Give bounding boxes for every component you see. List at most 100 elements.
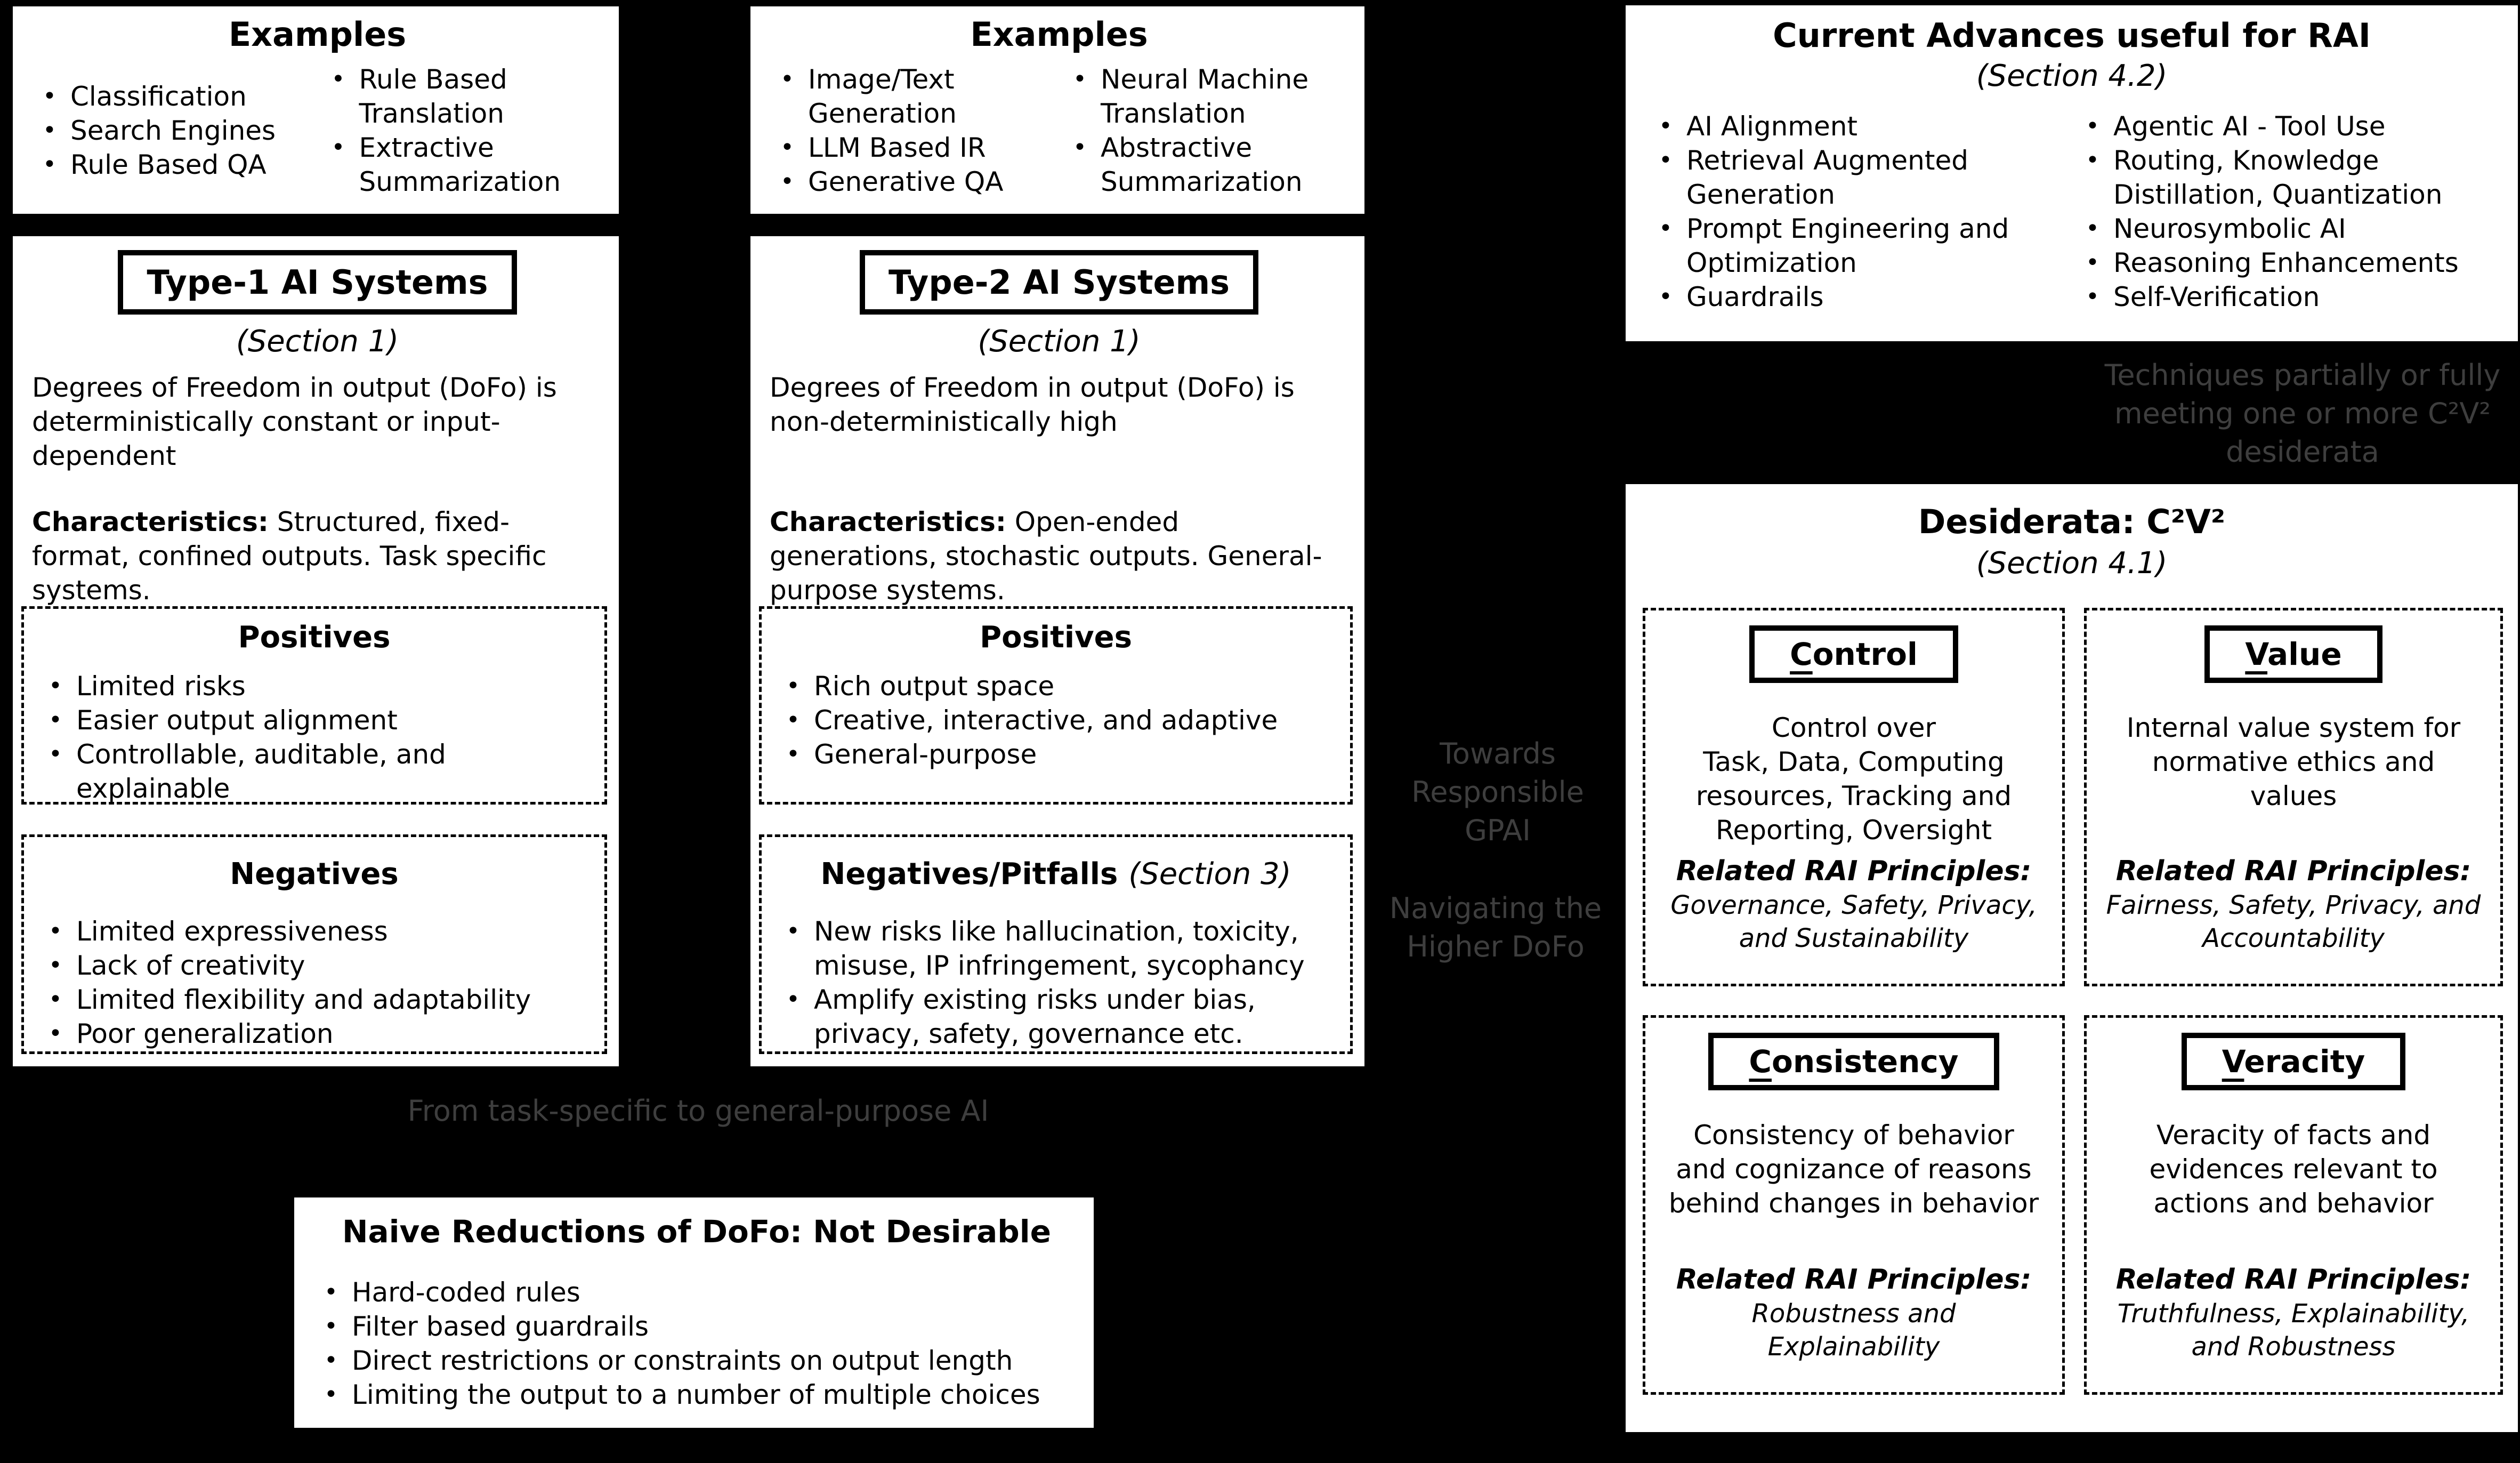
bullet-icon: • <box>2086 112 2099 140</box>
type2-title-wrap: Type-2 AI Systems <box>770 250 1348 315</box>
bullet-icon: • <box>2086 249 2099 277</box>
type2-negatives-title-text: Negatives/Pitfalls <box>820 857 1118 891</box>
list-item-text: Easier output alignment <box>76 705 398 736</box>
veracity-cell: Veracity Veracity of facts and evidences… <box>2084 1015 2503 1395</box>
type1-examples-columns: •Classification•Search Engines•Rule Base… <box>29 54 606 206</box>
list-item-text: Search Engines <box>70 115 276 146</box>
type1-negatives-list: •Limited expressiveness • Lack of creativi… <box>35 914 594 1051</box>
value-principles-label: Related RAI Principles: <box>2115 855 2471 887</box>
consistency-principles-label: Related RAI Principles: <box>1676 1264 2032 1296</box>
control-title-wrap: Control <box>1665 625 2043 683</box>
bullet-icon: • <box>324 1278 338 1306</box>
consistency-cell: Consistency Consistency of behavior and … <box>1643 1015 2065 1395</box>
list-item: •Limited expressiveness <box>35 914 594 948</box>
list-item-text: Agentic AI - Tool Use <box>2113 111 2386 142</box>
list-item: •Hard-coded rules <box>310 1275 1083 1309</box>
naive-reductions-box: Naive Reductions of DoFo: Not Desirable … <box>294 1197 1094 1428</box>
type1-examples-column-1: •Classification•Search Engines•Rule Base… <box>29 79 318 182</box>
type1-positives-list: •Limited risks•Easier output alignment•C… <box>35 669 594 806</box>
bullet-icon: • <box>786 706 800 734</box>
list-item-text: Retrieval Augmented Generation <box>1686 145 1968 211</box>
list-item: •Abstractive Summarization <box>1059 131 1352 199</box>
value-principles: Related RAI Principles: Fairness, Safety… <box>2106 854 2481 955</box>
list-item: • Neural Machine Translation <box>1059 62 1352 131</box>
type2-characteristics-text: Open-ended generations, stochastic outpu… <box>770 507 1322 606</box>
list-item-text: LLM Based IR <box>808 132 986 163</box>
bullet-icon: • <box>1073 65 1087 93</box>
bullet-icon: • <box>786 672 800 700</box>
type1-positives-box: Positives •Limited risks•Easier output a… <box>21 606 607 805</box>
bullet-icon: • <box>49 952 62 979</box>
type2-examples-columns: • Image/Text Generation • LLM Based IR • Gene… <box>766 54 1352 206</box>
list-item-text: Image/Text Generation <box>808 63 957 129</box>
control-principles-label: Related RAI Principles: <box>1676 855 2032 887</box>
list-item-text: General-purpose <box>814 739 1037 770</box>
bullet-icon: • <box>1659 112 1673 140</box>
type2-positives-box: Positives • Rich output space • Creative, i… <box>759 606 1353 805</box>
bullet-icon: • <box>780 167 794 195</box>
type1-examples-box: Examples •Classification•Search Engines•… <box>13 6 619 214</box>
bullet-icon: • <box>49 672 62 700</box>
task-specific-to-general-purpose-note: From task-specific to general-purpose AI <box>407 1094 989 1128</box>
bullet-icon: • <box>49 706 62 734</box>
list-item-text: New risks like hallucination, toxicity, … <box>814 916 1305 982</box>
list-item-text: Limited flexibility and adaptability <box>76 984 531 1016</box>
type2-characteristics-label: Characteristics: <box>770 507 1006 537</box>
list-item-text: Creative, interactive, and adaptive <box>814 705 1278 736</box>
type2-section-note: (Section 1) <box>978 324 1141 359</box>
bullet-icon: • <box>1073 133 1087 161</box>
list-item-text: AI Alignment <box>1686 111 1858 142</box>
bullet-icon: • <box>331 65 345 93</box>
list-item-text: Lack of creativity <box>76 950 305 982</box>
bullet-icon: • <box>1659 283 1673 311</box>
list-item: •Reasoning Enhancements <box>2072 246 2499 280</box>
type2-examples-column-1: • Image/Text Generation • LLM Based IR • Gene… <box>766 62 1059 199</box>
current-advances-section: (Section 4.2) <box>1976 59 2168 94</box>
bullet-icon: • <box>43 116 56 144</box>
bullet-icon: • <box>780 65 794 93</box>
list-item: • Filter based guardrails <box>310 1309 1083 1344</box>
list-item-text: Rich output space <box>814 671 1055 702</box>
list-item-text: Generative QA <box>808 166 1004 197</box>
list-item-text: Prompt Engineering and Optimization <box>1686 213 2009 279</box>
list-item-text: Controllable, auditable, and explainable <box>76 739 446 805</box>
list-item-text: Classification <box>70 81 247 112</box>
type2-negatives-section: (Section 3) <box>1128 857 1291 891</box>
list-item: •Limited flexibility and adaptability <box>35 983 594 1017</box>
bullet-icon: • <box>324 1380 338 1408</box>
list-item-text: Filter based guardrails <box>352 1311 649 1342</box>
list-item: • Lack of creativity <box>35 948 594 983</box>
type1-characteristics: Characteristics: Structured, fixed-forma… <box>32 505 603 607</box>
type2-characteristics: Characteristics: Open-ended generations,… <box>770 505 1348 607</box>
type2-examples-box: Examples •Image/Text Generation•LLM Base… <box>750 6 1364 214</box>
list-item: • Creative, interactive, and adaptive <box>772 703 1339 737</box>
list-item: • Easier output alignment <box>35 703 594 737</box>
bullet-icon: • <box>786 741 800 768</box>
bullet-icon: • <box>1659 147 1673 174</box>
type1-description: Degrees of Freedom in output (DoFo) is d… <box>32 372 557 471</box>
bullet-icon: • <box>324 1312 338 1340</box>
control-cell: Control Control over Task, Data, Computi… <box>1643 608 2065 986</box>
list-item: • Search Engines <box>29 114 318 148</box>
type1-title: Type-1 AI Systems <box>118 250 517 315</box>
list-item: •Controllable, auditable, and explainabl… <box>35 737 594 806</box>
bullet-icon: • <box>43 82 56 110</box>
naive-reductions-list: •Hard-coded rules•Filter based guardrail… <box>310 1275 1083 1412</box>
list-item: •Extractive Summarization <box>318 131 607 199</box>
veracity-principles-values: Truthfulness, Explainability, and Robust… <box>2117 1299 2470 1362</box>
towards-responsible-gpai-note: Towards Responsible GPAI <box>1411 737 1584 847</box>
bullet-icon: • <box>786 986 800 1014</box>
bullet-icon: • <box>780 133 794 161</box>
type2-positives-title: Positives <box>980 620 1132 655</box>
type1-negatives-box: Negatives •Limited expressiveness•Lack o… <box>21 834 607 1054</box>
navigating-higher-dofo-note: Navigating the Higher DoFo <box>1389 891 1602 963</box>
advances-note: Techniques partially or fully meeting on… <box>2104 358 2501 469</box>
list-item-text: Neural Machine Translation <box>1101 63 1309 129</box>
list-item: • Agentic AI - Tool Use <box>2072 109 2499 143</box>
list-item: •Limiting the output to a number of mult… <box>310 1378 1083 1412</box>
list-item: • Retrieval Augmented Generation <box>1645 143 2072 212</box>
type1-positives-title: Positives <box>238 620 391 655</box>
list-item: •Amplify existing risks under bias, priv… <box>772 983 1339 1051</box>
list-item: • Image/Text Generation <box>766 62 1059 131</box>
